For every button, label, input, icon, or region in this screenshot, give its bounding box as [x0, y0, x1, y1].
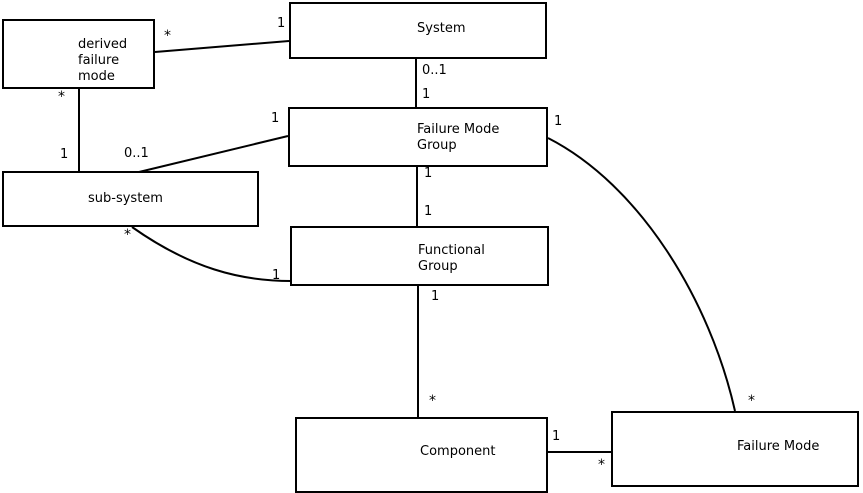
multiplicity-mult-component-fm-near: 1	[552, 429, 561, 444]
class-box-failure-mode-group[interactable]	[288, 107, 548, 167]
class-box-system[interactable]	[289, 2, 547, 59]
multiplicity-mult-fmg-fg-far: 1	[424, 204, 433, 219]
multiplicity-mult-subsys-fg-far: 1	[272, 268, 281, 283]
multiplicity-mult-subsys-fmg-far: 1	[271, 111, 280, 126]
class-box-sub-system[interactable]	[2, 171, 259, 227]
connector-sub-system-to-functional-group	[131, 226, 292, 282]
class-name-derived-failure-mode: derived failure mode	[78, 37, 128, 84]
multiplicity-mult-system-fmg-far: 1	[422, 87, 431, 102]
multiplicity-mult-fmg-fm-far: *	[748, 393, 755, 409]
class-box-functional-group[interactable]	[290, 226, 549, 286]
multiplicity-mult-fmg-fg-near: 1	[424, 166, 433, 181]
connector-failure-mode-group-to-failure-mode	[547, 137, 736, 412]
class-box-component[interactable]	[295, 417, 548, 493]
multiplicity-mult-dfm-subsys-far: 1	[60, 147, 69, 162]
multiplicity-mult-system-fmg-near: 0..1	[422, 63, 447, 78]
multiplicity-mult-dfm-system-near: *	[164, 28, 171, 44]
class-box-derived-failure-mode[interactable]	[2, 19, 155, 89]
multiplicity-mult-fg-component-near: 1	[431, 289, 440, 304]
multiplicity-mult-fg-component-far: *	[429, 393, 436, 409]
class-box-failure-mode[interactable]	[611, 411, 859, 487]
class-name-system: System	[417, 21, 466, 36]
class-name-functional-group: Functional Group	[418, 243, 485, 274]
connector-sub-system-to-failure-mode-group	[138, 135, 289, 173]
multiplicity-mult-component-fm-far: *	[598, 457, 605, 473]
class-name-failure-mode: Failure Mode	[737, 439, 820, 454]
class-name-component: Component	[420, 444, 496, 459]
multiplicity-mult-dfm-system-far: 1	[277, 16, 286, 31]
class-name-sub-system: sub-system	[88, 191, 163, 206]
multiplicity-mult-fmg-fm-near: 1	[554, 114, 563, 129]
multiplicity-mult-subsys-fmg-near: 0..1	[124, 146, 149, 161]
multiplicity-mult-subsys-fg-near: *	[124, 227, 131, 243]
multiplicity-mult-dfm-subsys-near: *	[58, 89, 65, 105]
connector-derived-failure-mode-to-system	[154, 40, 290, 53]
class-name-failure-mode-group: Failure Mode Group	[417, 122, 500, 153]
